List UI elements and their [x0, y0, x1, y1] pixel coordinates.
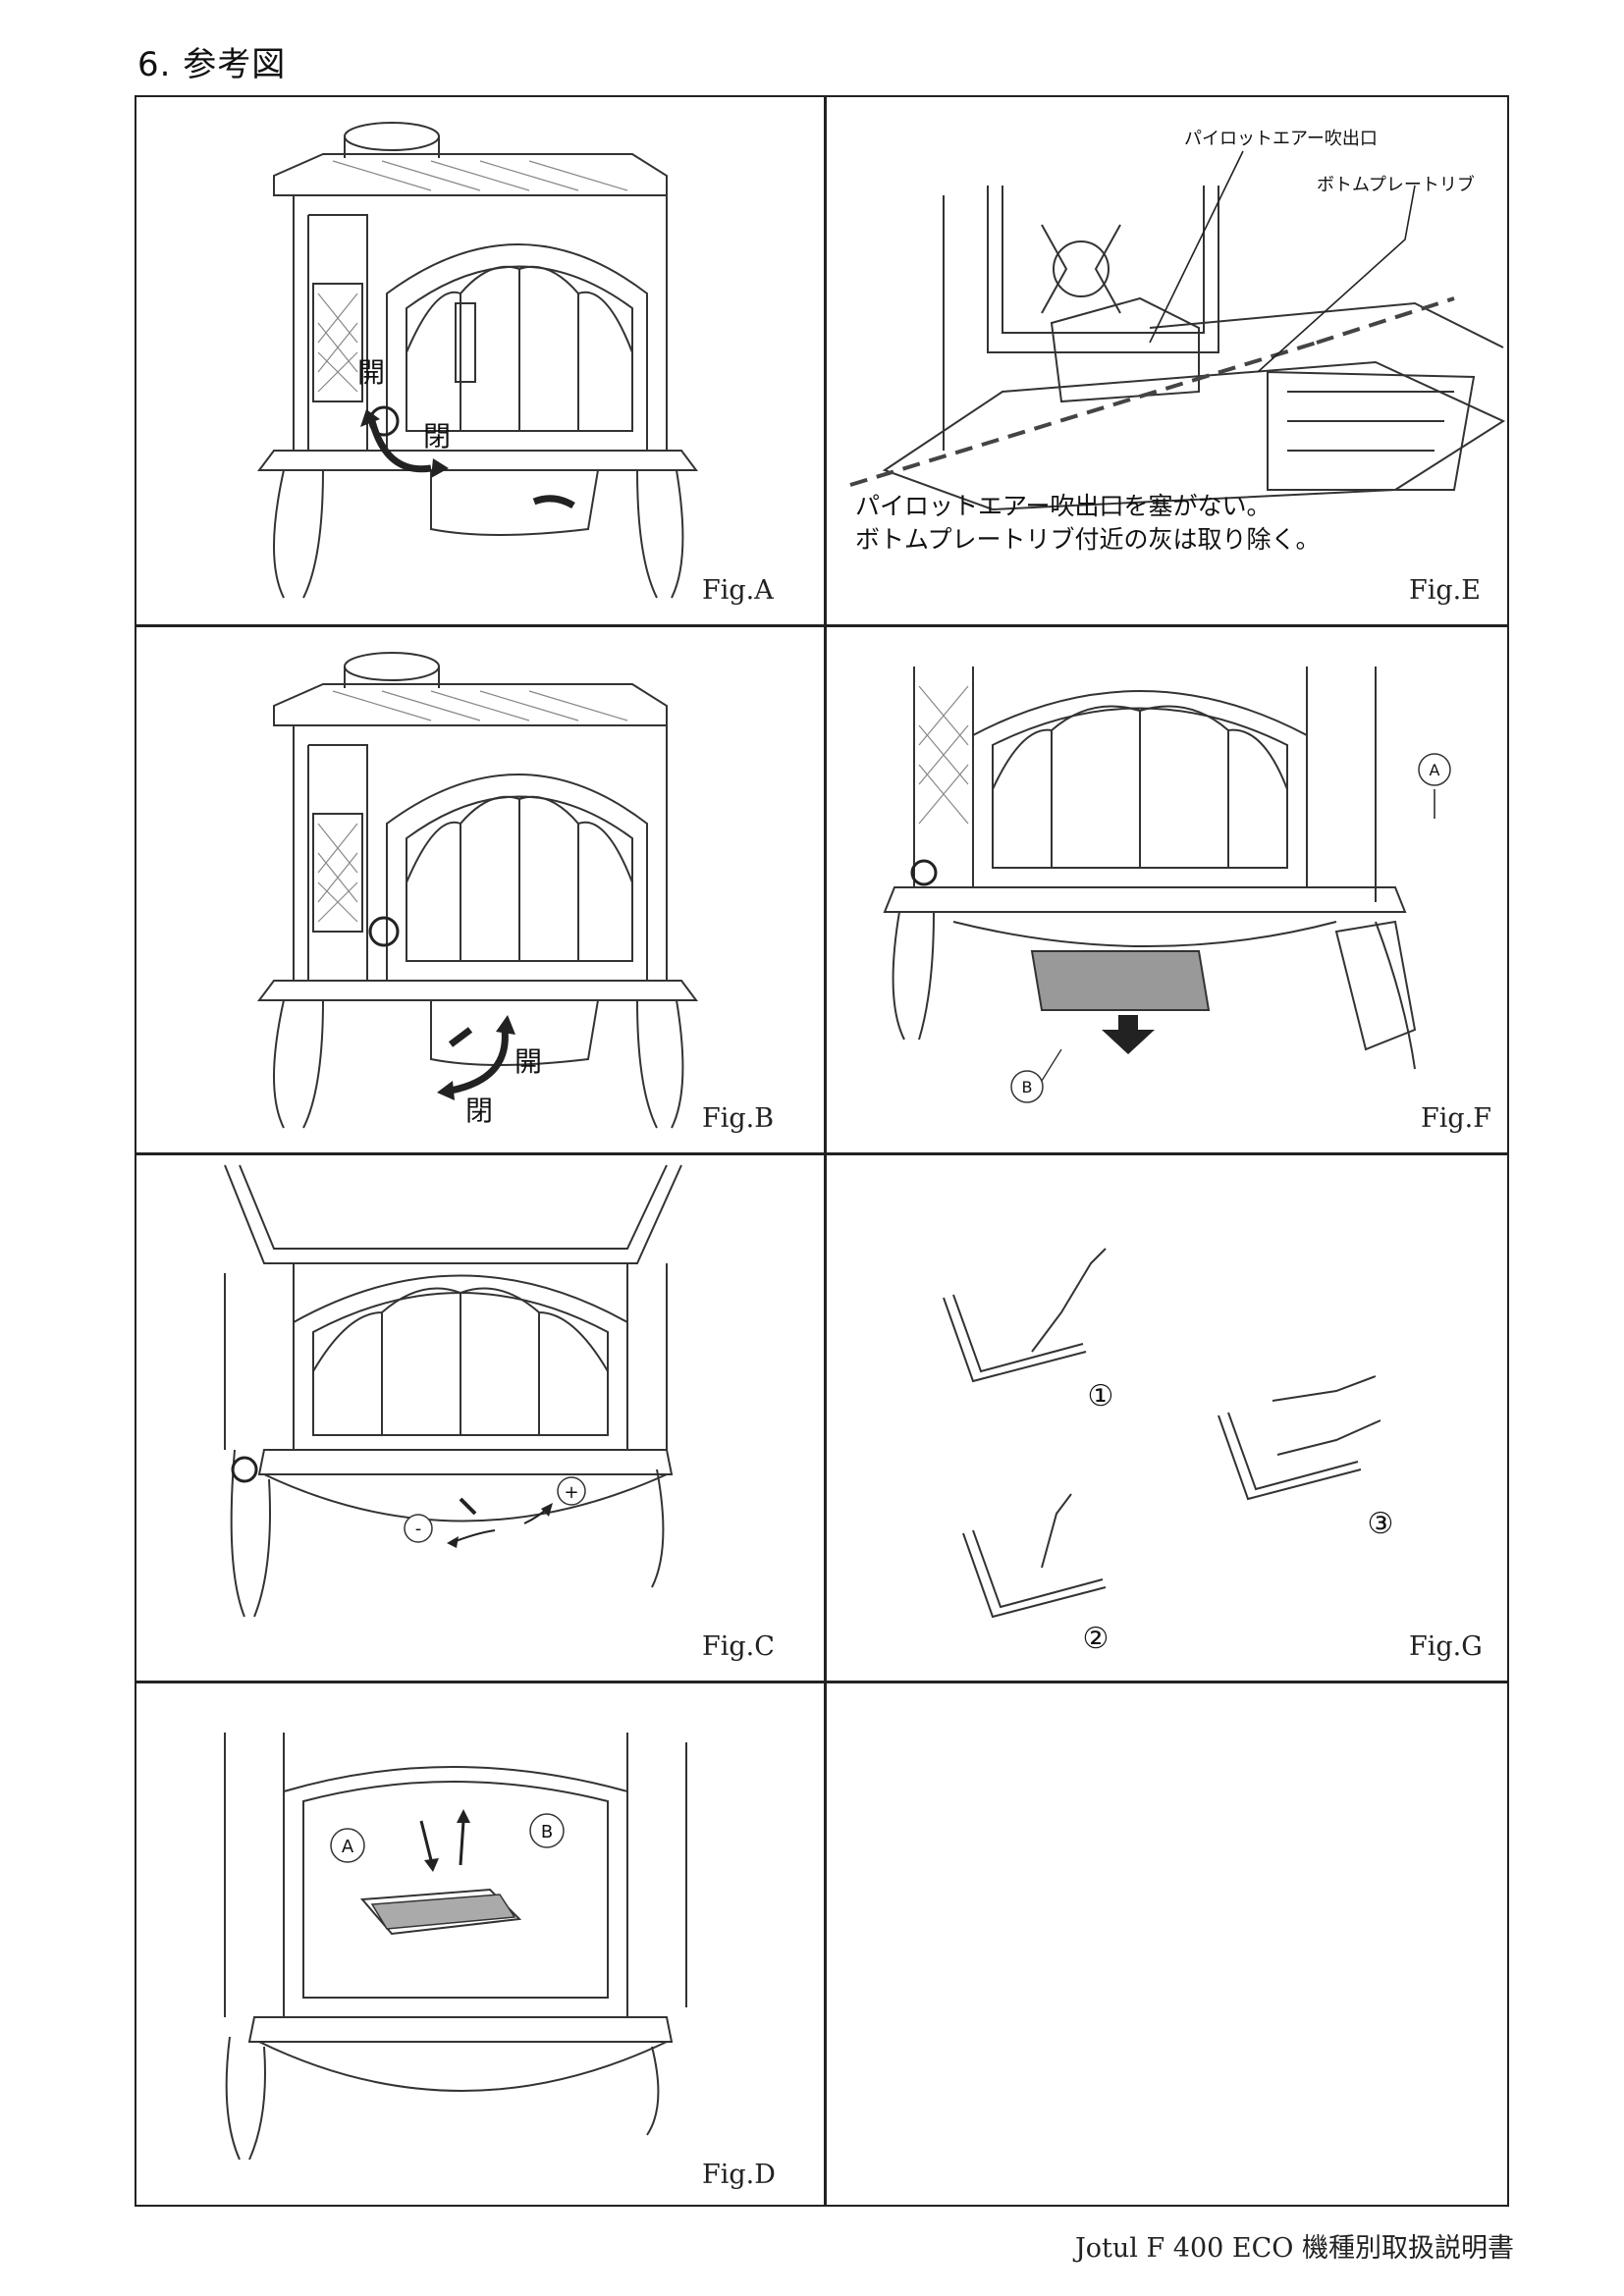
- figure-c: - + Fig.C: [136, 1155, 824, 1681]
- ash-pan-illustration: A B: [883, 667, 1451, 1103]
- step-3-marker: ③: [1368, 1507, 1394, 1541]
- marker-a-d: A: [342, 1837, 354, 1857]
- grid-divider-row-1: [136, 624, 1507, 627]
- stove-illustration-a: 開 閉: [257, 122, 698, 599]
- figure-label-g: Fig.G: [1409, 1631, 1483, 1662]
- marker-b-d: B: [541, 1822, 553, 1842]
- section-heading: 6. 参考図: [137, 45, 287, 84]
- figure-f: A B Fig.F: [826, 627, 1511, 1152]
- note-line-1: パイロットエアー吹出口を塞がない。: [855, 492, 1272, 520]
- note-line-2: ボトムプレートリブ付近の灰は取り除く。: [855, 525, 1321, 554]
- bottom-plate-illustration: パイロットエアー吹出口 ボトムプレートリブ: [849, 129, 1506, 511]
- figure-label-e: Fig.E: [1409, 575, 1481, 606]
- step-2-marker: ②: [1083, 1622, 1110, 1656]
- plus-marker: +: [564, 1482, 578, 1503]
- callout-pilot-air-outlet: パイロットエアー吹出口: [1184, 129, 1378, 149]
- gasket-steps-illustration: ① ③ ②: [943, 1248, 1394, 1656]
- figure-label-d: Fig.D: [702, 2160, 776, 2190]
- grid-divider-row-2: [136, 1152, 1507, 1155]
- figure-a: 開 閉 Fig.A: [136, 97, 824, 624]
- step-1-marker: ①: [1088, 1379, 1114, 1414]
- figure-label-b: Fig.B: [702, 1103, 775, 1134]
- grid-divider-row-3: [136, 1681, 1507, 1683]
- figure-label-a: Fig.A: [702, 575, 774, 606]
- marker-b-f: B: [1022, 1078, 1033, 1096]
- stove-illustration-b: 開 閉: [257, 652, 698, 1129]
- footer-manual-title: Jotul F 400 ECO 機種別取扱説明書: [1074, 2233, 1514, 2264]
- flue-damper-illustration: A B: [224, 1733, 687, 2161]
- close-label-a: 閉: [423, 420, 451, 453]
- open-label-b: 開: [514, 1045, 542, 1078]
- air-control-illustration: - +: [224, 1164, 682, 1618]
- marker-a-f: A: [1430, 761, 1440, 779]
- figure-label-f: Fig.F: [1421, 1103, 1491, 1134]
- close-label-b: 閉: [465, 1095, 493, 1127]
- figure-grid: 開 閉 Fig.A パイロットエアー吹出口 ボトムプレートリブ: [135, 95, 1509, 2207]
- figure-d: A B Fig.D: [136, 1683, 824, 2209]
- figure-g: ① ③ ② Fig.G: [826, 1155, 1511, 1681]
- empty-cell: [826, 1683, 1511, 2209]
- figure-e: パイロットエアー吹出口 ボトムプレートリブ パイロットエアー吹出口を塞がない。 …: [826, 97, 1511, 624]
- figure-b: 開 閉 Fig.B: [136, 627, 824, 1152]
- open-label-a: 開: [357, 356, 385, 389]
- figure-label-c: Fig.C: [702, 1631, 775, 1662]
- callout-bottom-plate-rib: ボトムプレートリブ: [1317, 174, 1475, 195]
- grid-divider-vertical: [824, 97, 827, 2205]
- minus-marker: -: [415, 1519, 422, 1539]
